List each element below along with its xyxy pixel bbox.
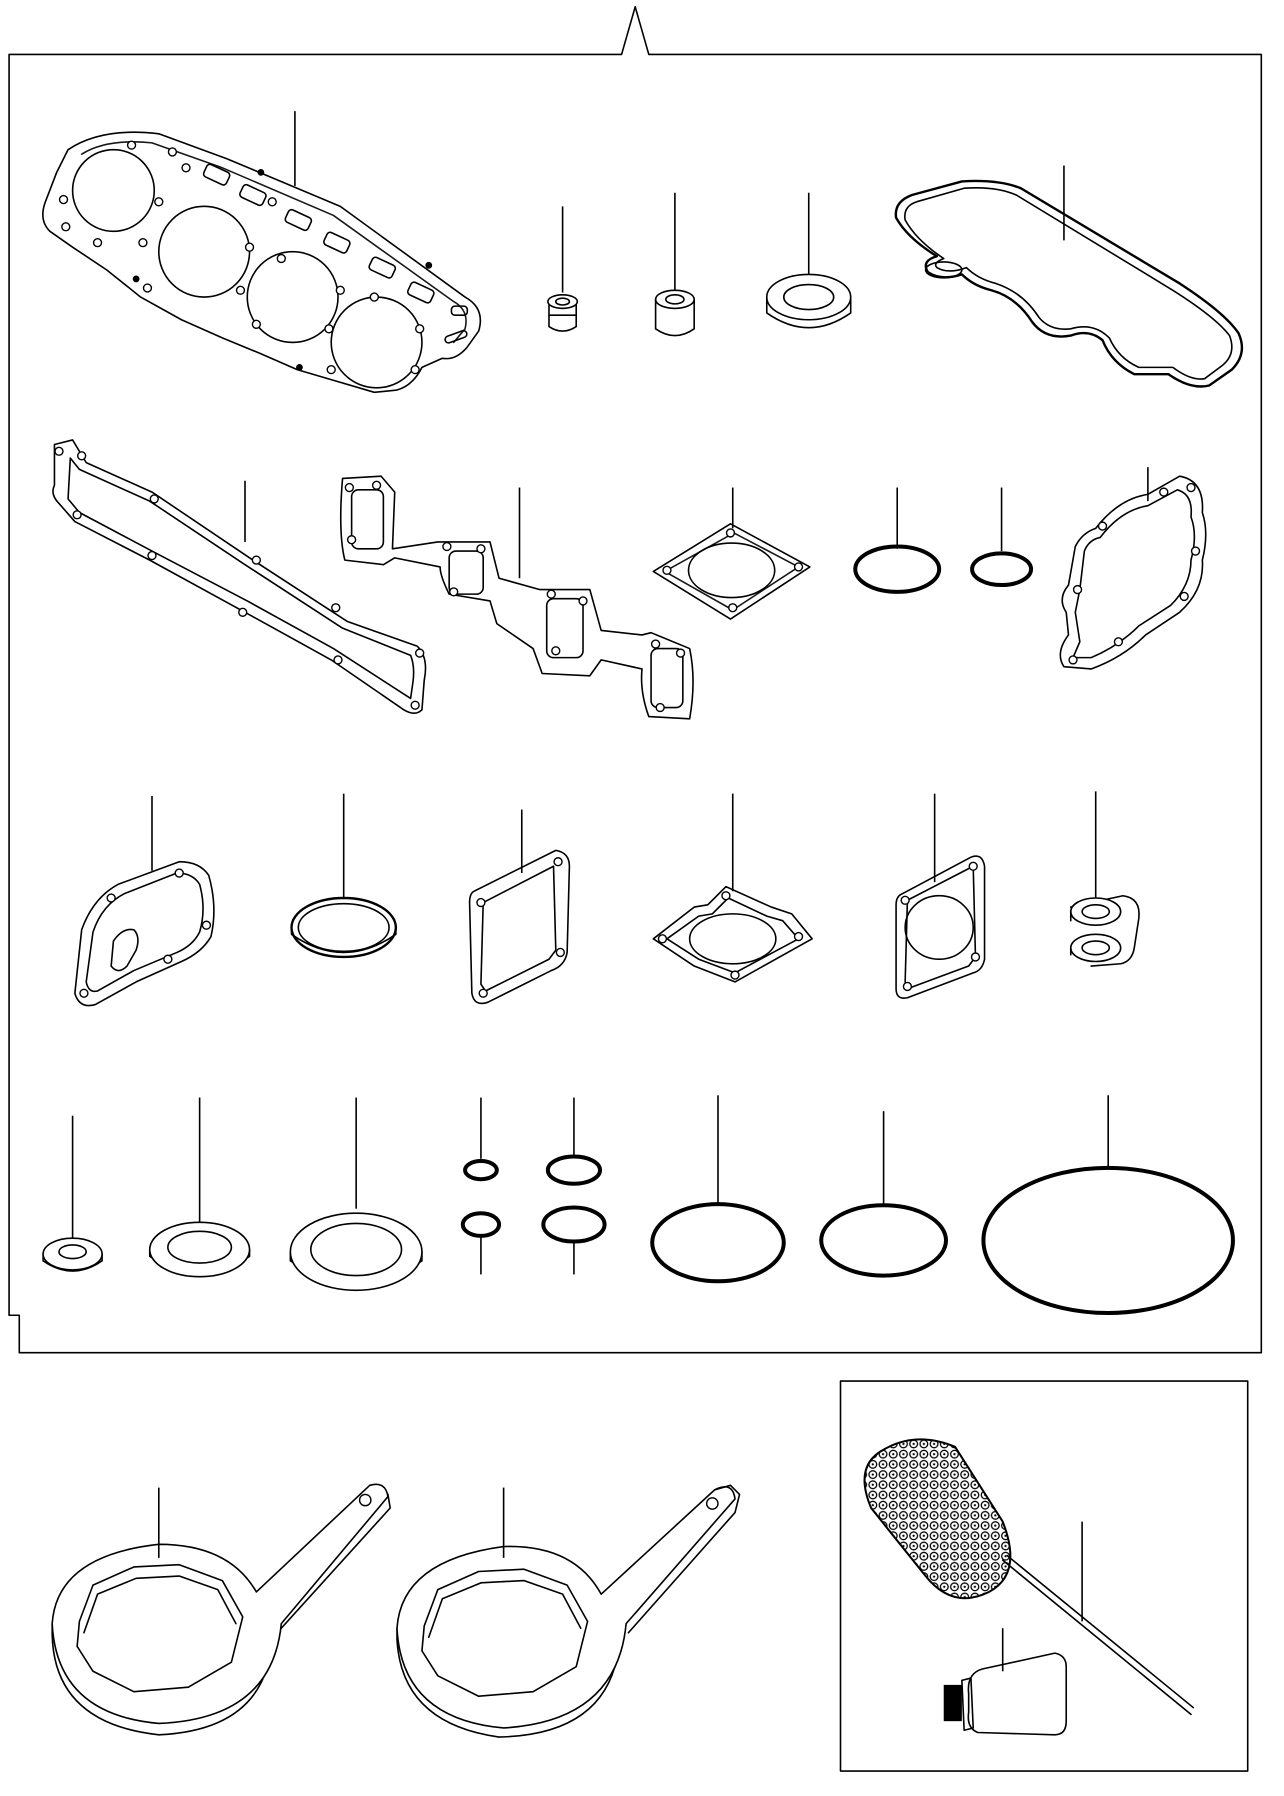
valve-guide-seal xyxy=(656,193,695,336)
double-washer xyxy=(1071,791,1139,966)
filter-wrench-b xyxy=(397,1485,740,1737)
thermostat-housing-gasket xyxy=(75,796,214,1006)
sealant-tube xyxy=(943,1628,1067,1735)
square-flange-gasket xyxy=(653,488,810,620)
o-ring-small xyxy=(972,488,1031,586)
o-ring-pair-medium xyxy=(543,1098,604,1275)
exhaust-manifold-gasket xyxy=(341,476,693,719)
water-pump-gasket xyxy=(1060,467,1205,669)
o-ring-extra-large xyxy=(983,1095,1233,1313)
cylinder-head-gasket xyxy=(43,111,481,392)
square-cover-gasket xyxy=(896,794,984,998)
large-washer xyxy=(290,1098,422,1291)
rocker-cover-gasket xyxy=(896,166,1242,387)
rectangular-plate-gasket xyxy=(470,810,570,1004)
o-ring-medium xyxy=(855,488,939,592)
small-washer xyxy=(43,1116,102,1271)
cylinder-hone-brush xyxy=(865,1439,1194,1714)
cleaning-kit-frame xyxy=(840,1381,1247,1771)
filter-wrench-a xyxy=(52,1484,390,1734)
diamond-flange-gasket xyxy=(653,794,812,982)
medium-washer xyxy=(150,1098,250,1277)
round-gasket-ring xyxy=(292,794,396,957)
kit-panel-frame xyxy=(9,7,1261,1353)
o-ring-large-a xyxy=(652,1095,784,1281)
oil-seal-ring xyxy=(767,193,851,328)
o-ring-pair-small xyxy=(463,1098,499,1275)
intake-manifold-gasket xyxy=(53,440,426,713)
o-ring-large-b xyxy=(821,1111,946,1275)
valve-stem-seal xyxy=(548,206,577,331)
